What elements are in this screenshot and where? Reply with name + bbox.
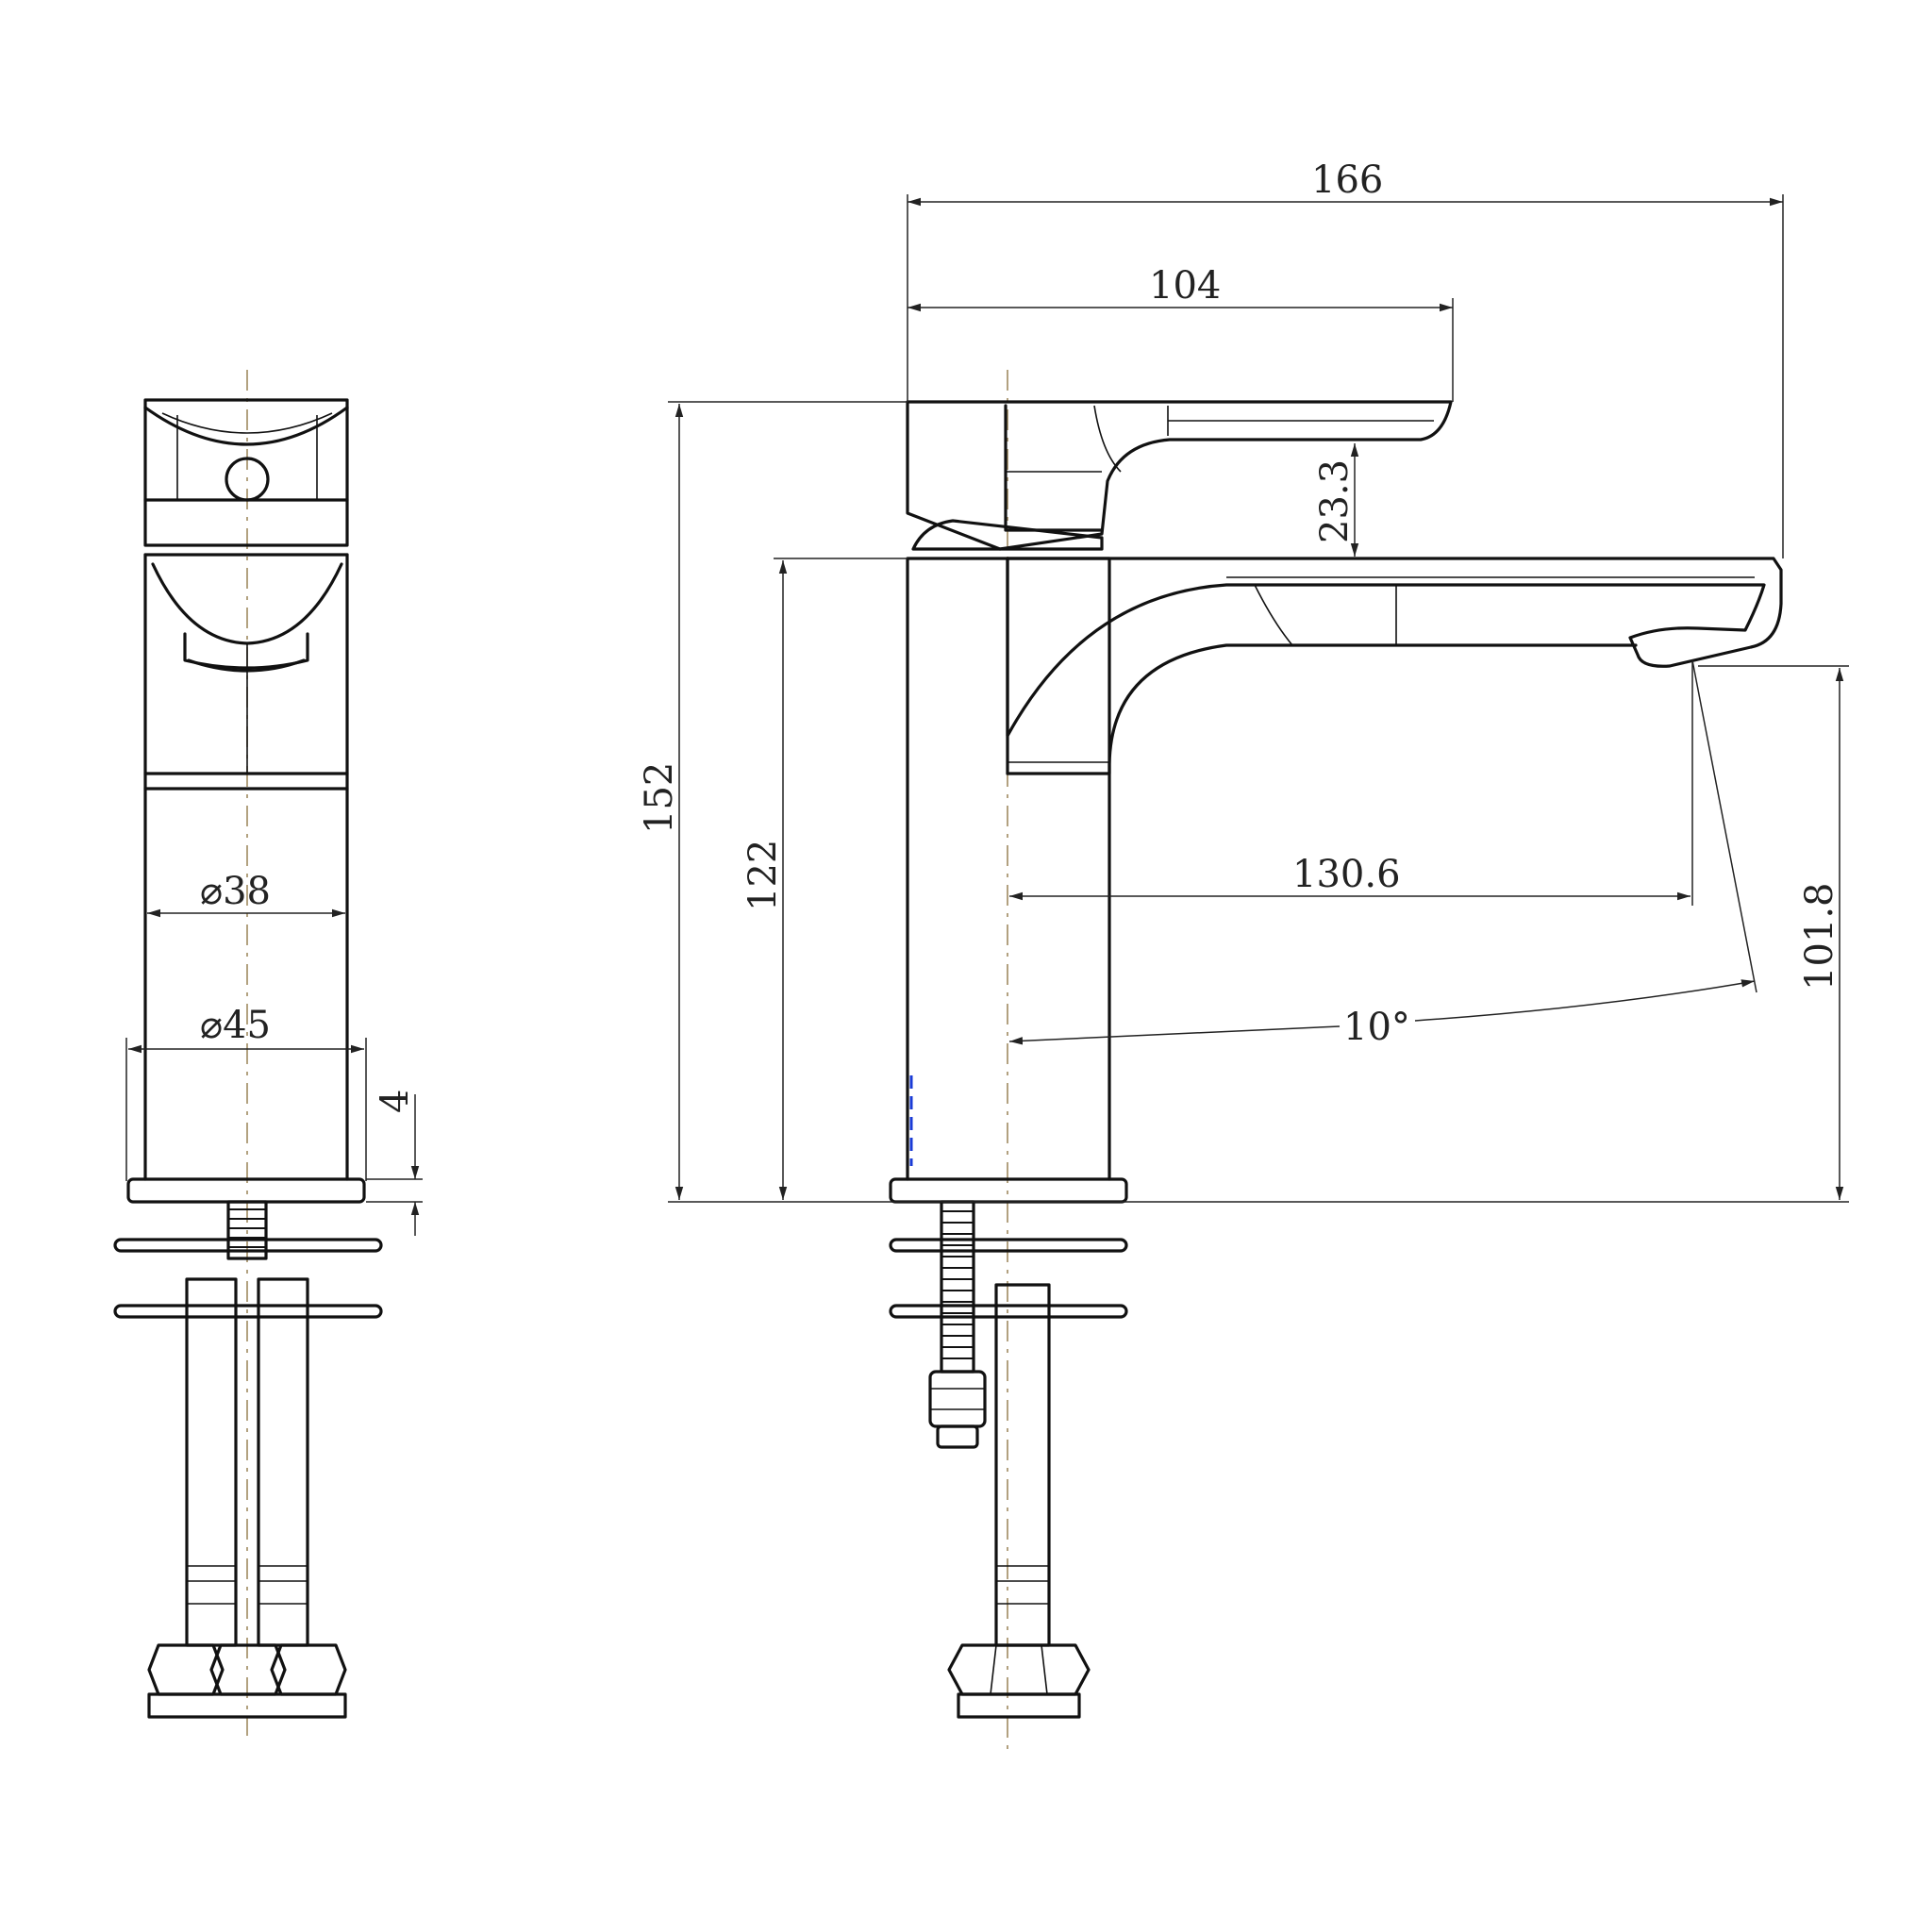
side-washer-lower bbox=[889, 1304, 1128, 1319]
front-washer-lower bbox=[113, 1304, 383, 1319]
side-nut bbox=[947, 1643, 1091, 1719]
front-nuts bbox=[147, 1643, 347, 1719]
front-hose-left bbox=[185, 1277, 238, 1647]
dim-body-diameter: ⌀38 bbox=[147, 870, 345, 918]
dim-spout-reach-label: 130.6 bbox=[1292, 853, 1401, 896]
front-view: ⌀38 ⌀45 4 bbox=[113, 370, 423, 1736]
handle-pin-circle bbox=[225, 457, 270, 502]
front-aerator bbox=[183, 632, 309, 670]
diameter-symbol: ⌀ bbox=[200, 1004, 223, 1047]
side-base-plate bbox=[889, 1177, 1128, 1204]
dim-outlet-height-label: 101.8 bbox=[1798, 882, 1841, 991]
side-view: 166 104 23.3 152 122 130.6 bbox=[638, 158, 1849, 1755]
diameter-symbol: ⌀ bbox=[200, 870, 223, 913]
svg-text:⌀38: ⌀38 bbox=[200, 870, 271, 913]
side-nut-small bbox=[928, 1370, 987, 1428]
front-handle-inner-curve bbox=[161, 412, 333, 434]
dim-body-height: 122 bbox=[741, 558, 908, 1200]
front-hose-right bbox=[257, 1277, 309, 1647]
dim-base-diameter: ⌀45 bbox=[125, 1004, 367, 1181]
spout-underside bbox=[1006, 643, 1638, 775]
front-thread-lines bbox=[228, 1208, 266, 1248]
dim-lever-offset: 23.3 bbox=[1313, 443, 1359, 557]
dim-base-thickness: 4 bbox=[366, 1090, 423, 1236]
lever-handle bbox=[906, 400, 1453, 551]
dim-overall-length-label: 166 bbox=[1311, 158, 1383, 202]
dim-body-diameter-label: 38 bbox=[223, 870, 271, 913]
dim-outlet-height: 101.8 bbox=[1698, 665, 1849, 1200]
dim-body-height-label: 122 bbox=[741, 840, 785, 911]
lever-cartridge-cap bbox=[911, 519, 1104, 551]
svg-text:⌀45: ⌀45 bbox=[200, 1004, 271, 1047]
dim-base-diameter-label: 45 bbox=[223, 1004, 271, 1047]
dim-spout-angle-label: 10° bbox=[1343, 1006, 1410, 1049]
front-handle-block bbox=[143, 398, 349, 547]
side-washer-upper bbox=[889, 1238, 1128, 1253]
front-base-plate bbox=[126, 1177, 366, 1204]
dim-overall-height: 152 bbox=[638, 401, 1849, 1203]
front-body-outline bbox=[143, 553, 349, 1181]
front-threaded-rod bbox=[226, 1200, 268, 1260]
dim-base-thickness-label: 4 bbox=[374, 1090, 417, 1113]
side-hose bbox=[994, 1283, 1051, 1647]
dim-lever-length: 104 bbox=[908, 264, 1454, 402]
dim-overall-height-label: 152 bbox=[638, 762, 681, 834]
dim-lever-length-label: 104 bbox=[1149, 264, 1221, 308]
spout bbox=[1006, 557, 1783, 738]
front-washer-upper bbox=[113, 1238, 383, 1253]
dim-lever-offset-label: 23.3 bbox=[1313, 459, 1357, 543]
dim-spout-reach: 130.6 bbox=[1009, 660, 1693, 906]
side-thread-lines bbox=[941, 1210, 974, 1359]
dim-overall-length: 166 bbox=[907, 158, 1784, 558]
front-handle-top-curve bbox=[143, 406, 349, 446]
dim-spout-angle: 10° bbox=[1008, 659, 1757, 1049]
